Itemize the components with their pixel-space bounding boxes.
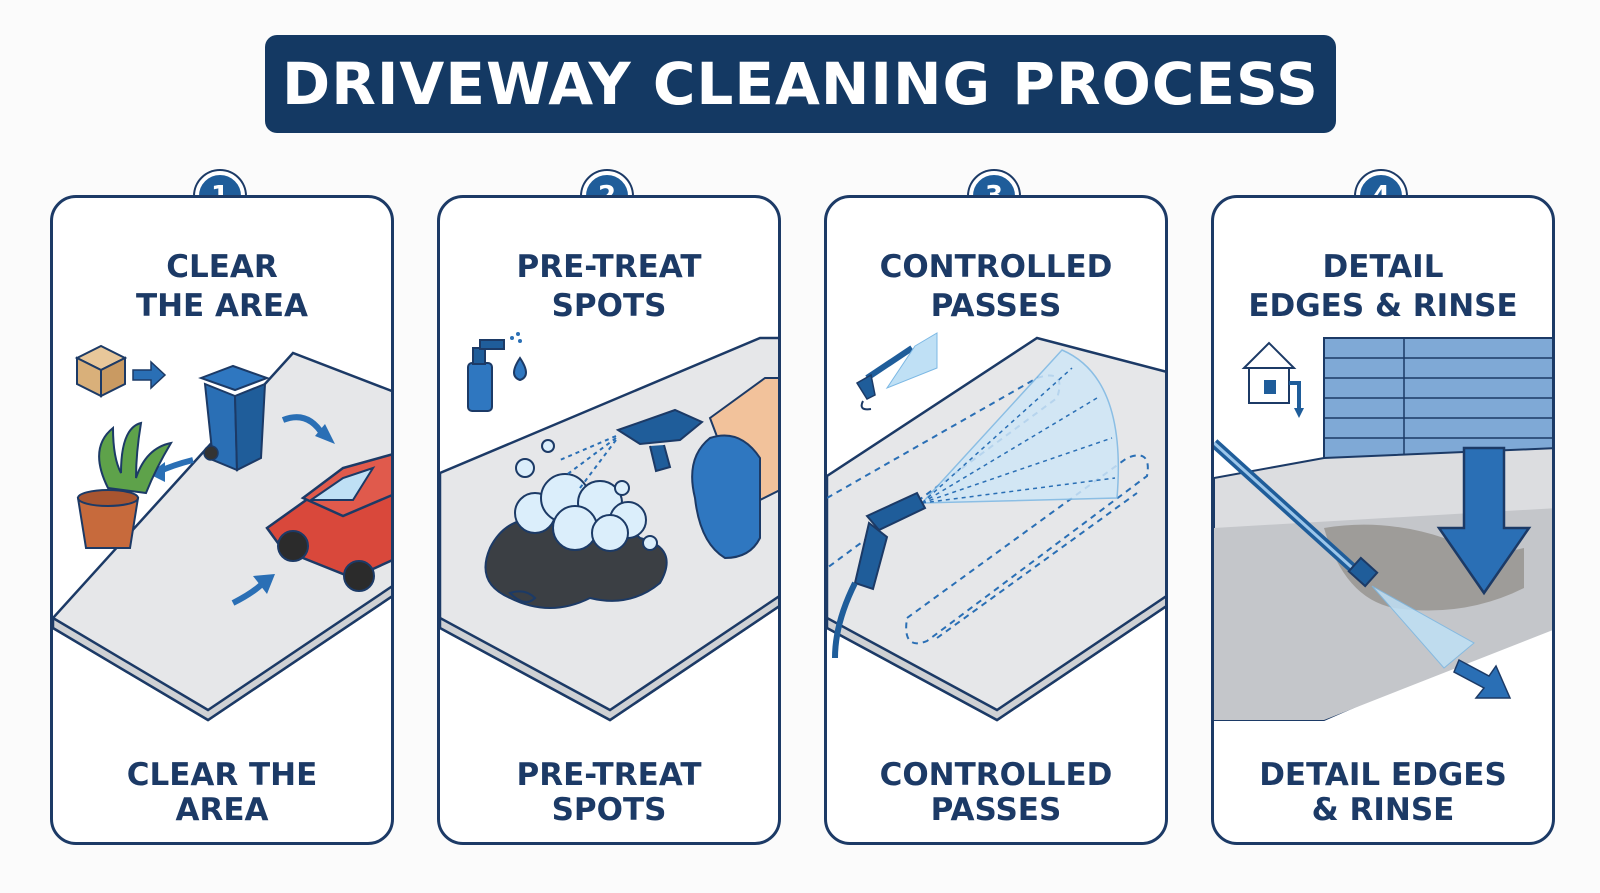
oil-stain [508, 590, 537, 603]
arrow-icon [149, 462, 165, 482]
spray-fan [1371, 585, 1475, 669]
siding-wall [1323, 337, 1552, 469]
step-card-2: PRE-TREAT SPOTS [437, 195, 781, 845]
arrow-icon [253, 574, 275, 594]
dirt-residue [1324, 524, 1524, 611]
spray-wand [1214, 439, 1379, 588]
car-icon [265, 453, 391, 592]
step-1-title: CLEAR THE AREA [135, 249, 309, 324]
step-4-title: DETAIL EDGES & RINSE [1248, 249, 1518, 324]
house-drain-icon [1241, 341, 1304, 418]
slab-edge [53, 585, 391, 722]
spray-fan [921, 367, 1116, 504]
pressure-washer-icon [855, 332, 938, 411]
step-2-caption: PRE-TREAT SPOTS [516, 757, 702, 828]
hand-spray-bottle [615, 377, 778, 560]
step-3-caption: CONTROLLED PASSES [879, 757, 1113, 828]
potted-plant-icon [76, 421, 174, 549]
step-1-illustration [53, 344, 391, 722]
runoff-arrow-icon [1453, 658, 1512, 699]
spray-fan [920, 349, 1120, 504]
arrow-icon [132, 360, 167, 390]
driveway-slab [53, 351, 391, 722]
box-icon [74, 344, 128, 398]
drop-icon [513, 356, 527, 382]
step-2-illustration [440, 332, 778, 722]
step-4-caption: DETAIL EDGES & RINSE [1259, 757, 1507, 828]
slab-edge [827, 595, 1165, 722]
pass-lines [827, 374, 1149, 645]
step-card-4: DETAIL EDGES & RINSE [1211, 195, 1555, 845]
spray-bottle-icon [467, 332, 522, 412]
step-card-1: CLEAR THE AREA [50, 195, 394, 845]
spray-mist [559, 435, 617, 489]
trash-bin-icon [198, 364, 270, 472]
spray-wand [832, 491, 927, 659]
step-2-title: PRE-TREAT SPOTS [516, 249, 702, 324]
step-3-illustration [827, 332, 1165, 722]
step-3-title: CONTROLLED PASSES [879, 249, 1113, 324]
title-banner: DRIVEWAY CLEANING PROCESS [265, 35, 1336, 133]
step-4-illustration [1214, 337, 1552, 721]
foam-bubbles [514, 439, 658, 552]
step-1-caption: CLEAR THE AREA [126, 757, 318, 828]
slab-edge [440, 595, 778, 722]
step-card-3: CONTROLLED PASSES [824, 195, 1168, 845]
down-arrow-icon [1436, 446, 1532, 596]
page-title: DRIVEWAY CLEANING PROCESS [282, 50, 1319, 118]
arrow-icon [315, 424, 335, 444]
